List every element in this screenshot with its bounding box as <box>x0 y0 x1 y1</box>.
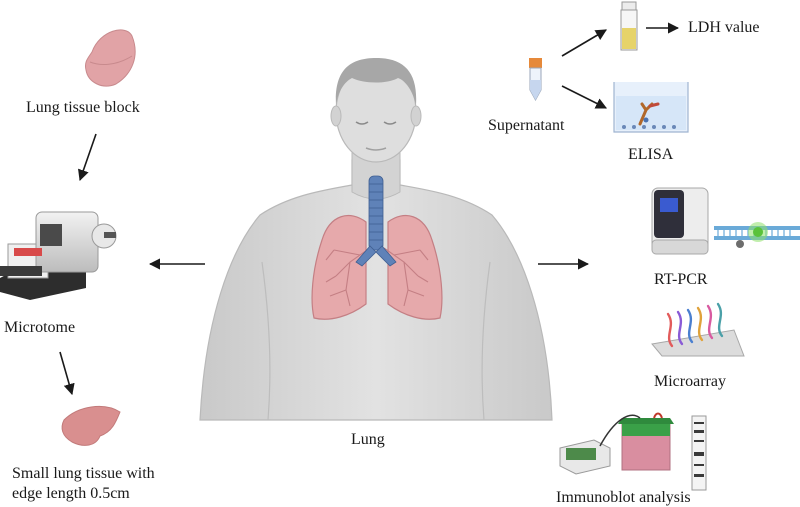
blot-strip-icon <box>691 415 707 491</box>
lungs-icon <box>311 175 443 320</box>
label-lung-tissue-block: Lung tissue block <box>26 99 140 116</box>
label-lung: Lung <box>351 431 385 448</box>
arrow-microtome-to-tissue <box>59 351 75 396</box>
cuvette-icon <box>620 1 638 51</box>
electrophoresis-apparatus-icon <box>559 412 674 475</box>
elisa-well-icon <box>613 82 689 133</box>
microarray-slide-icon <box>651 302 745 357</box>
label-ldh-value: LDH value <box>688 19 760 36</box>
dna-amplification-icon <box>714 222 800 248</box>
human-torso-with-lungs-icon <box>199 58 553 421</box>
arrow-block-to-microtome <box>78 133 97 182</box>
pcr-machine-icon <box>651 187 709 255</box>
label-small-tissue-line2: edge length 0.5cm <box>12 485 130 502</box>
arrow-supernatant-to-elisa <box>561 85 608 109</box>
microtome-icon <box>0 211 117 300</box>
arrow-supernatant-to-cuvette <box>561 29 607 57</box>
label-immunoblot: Immunoblot analysis <box>556 489 691 506</box>
label-supernatant: Supernatant <box>488 117 565 134</box>
small-tissue-piece-icon <box>61 406 121 446</box>
lung-tissue-block-icon <box>85 29 136 87</box>
label-small-tissue-line1: Small lung tissue with <box>12 465 155 482</box>
label-microarray: Microarray <box>654 373 726 390</box>
label-elisa: ELISA <box>628 146 674 163</box>
centrifuge-tube-icon <box>529 58 542 102</box>
label-rt-pcr: RT-PCR <box>654 271 708 288</box>
label-microtome: Microtome <box>4 319 76 336</box>
